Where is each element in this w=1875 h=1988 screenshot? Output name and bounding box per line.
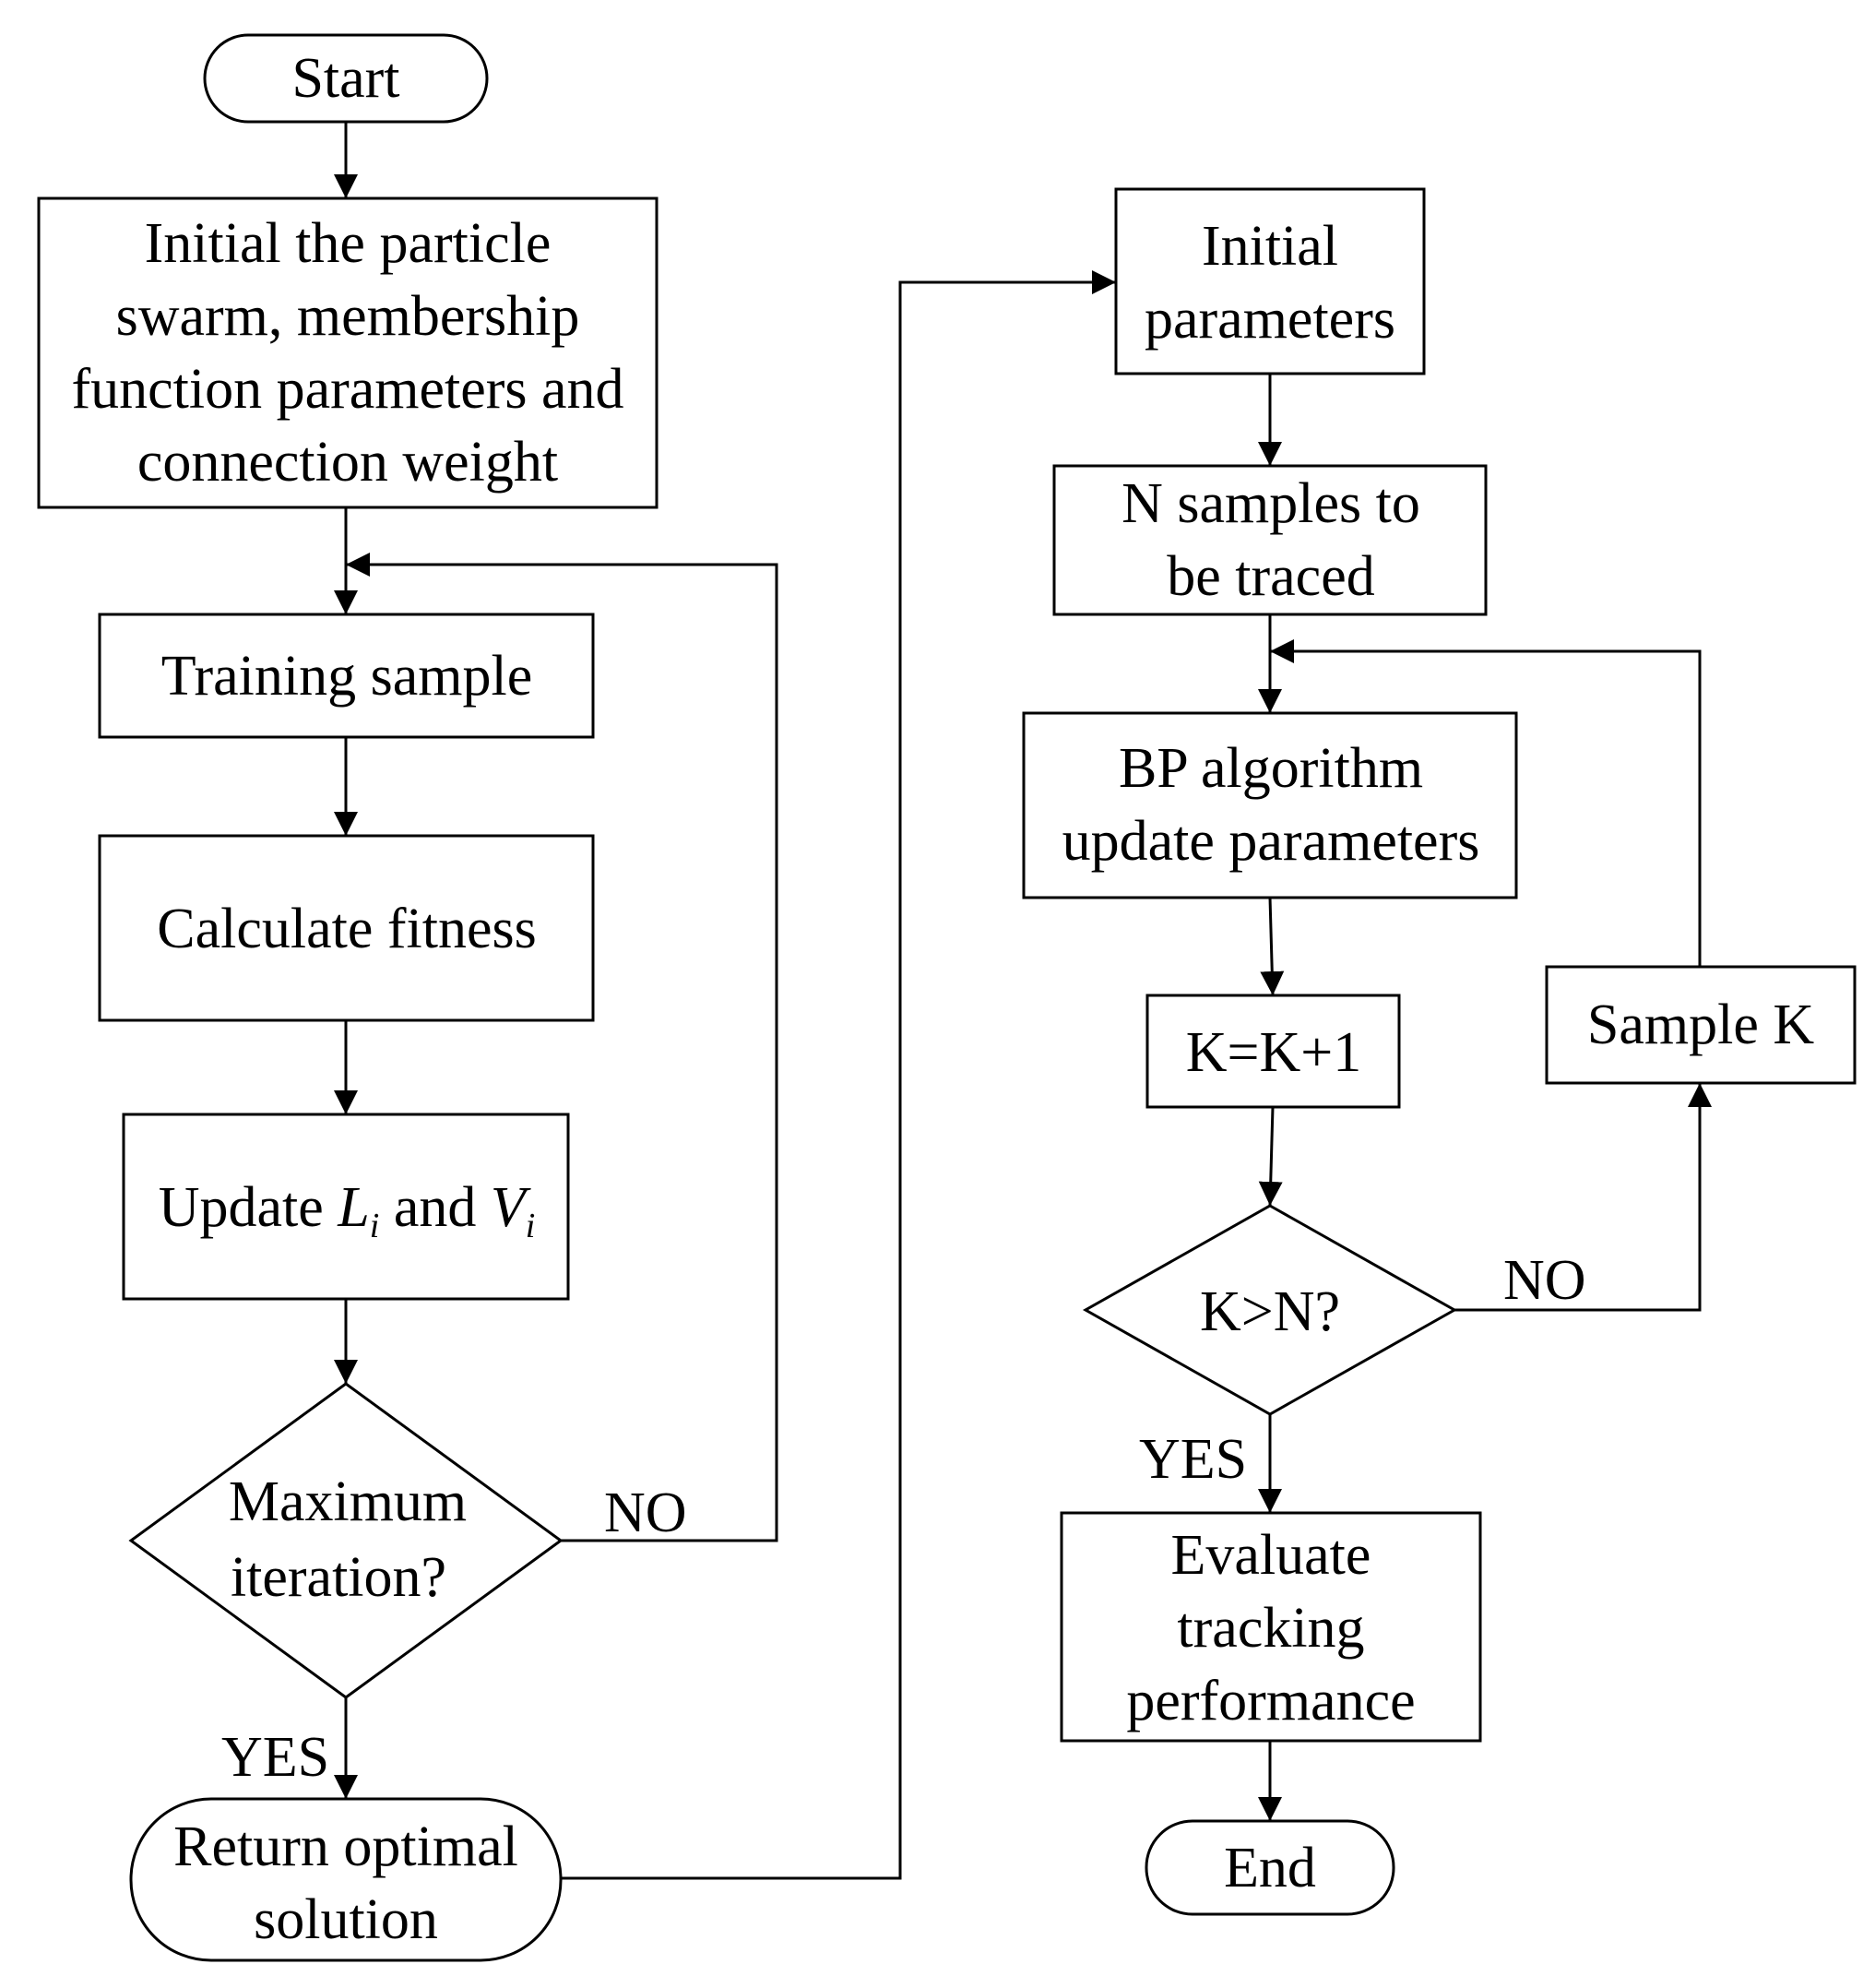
- evaluate-line-3: performance: [1126, 1670, 1415, 1732]
- evaluate-box: [1060, 1511, 1482, 1743]
- k-gt-n-label: K>N?: [1200, 1280, 1340, 1343]
- end-terminal: [1145, 1819, 1395, 1916]
- init-swarm-line-2: swarm, membership: [116, 285, 580, 348]
- update-L: L: [337, 1176, 369, 1239]
- return-line-1: Return optimal: [173, 1815, 518, 1878]
- right-no-label: NO: [1503, 1249, 1586, 1312]
- bp-line-1: BP algorithm: [1119, 737, 1423, 800]
- end-label: End: [1224, 1837, 1316, 1899]
- evaluate-line-1: Evaluate: [1171, 1524, 1371, 1587]
- connector-return-to-init-params: [561, 270, 1116, 1880]
- arrow-kinc-to-decision: [1258, 1106, 1283, 1207]
- n-samples-line-2: be traced: [1167, 545, 1374, 608]
- right-yes-label: YES: [1139, 1428, 1247, 1491]
- k-increment-box: [1145, 994, 1401, 1109]
- init-swarm-box: [37, 196, 659, 509]
- update-box: [122, 1113, 570, 1301]
- return-line-2: solution: [254, 1888, 438, 1951]
- update-and: and: [379, 1176, 491, 1239]
- update-V: V: [491, 1176, 531, 1239]
- left-yes-label: YES: [221, 1726, 329, 1789]
- left-no-label: NO: [604, 1482, 687, 1544]
- max-iteration-line-2: iteration?: [231, 1546, 446, 1609]
- bp-line-2: update parameters: [1062, 810, 1480, 873]
- init-swarm-line-3: function parameters and: [71, 358, 623, 421]
- update-prefix: Update: [159, 1176, 338, 1239]
- training-sample-label: Training sample: [161, 645, 532, 708]
- max-iteration-line-1: Maximum: [229, 1470, 467, 1533]
- n-samples-box: [1052, 464, 1488, 616]
- init-swarm-line-1: Initial the particle: [145, 212, 552, 275]
- update-V-sub: i: [526, 1207, 536, 1245]
- start-label: Start: [291, 47, 399, 110]
- calculate-fitness-label: Calculate fitness: [157, 898, 536, 960]
- k-increment-label: K=K+1: [1186, 1021, 1361, 1084]
- bp-box: [1022, 711, 1518, 899]
- init-params-line-2: parameters: [1145, 288, 1395, 351]
- init-params-box: [1114, 187, 1426, 375]
- sample-k-label: Sample K: [1587, 994, 1814, 1056]
- update-L-sub: i: [370, 1207, 380, 1245]
- n-samples-line-1: N samples to: [1121, 472, 1420, 535]
- calculate-fitness-box: [98, 834, 595, 1022]
- max-iteration-decision: [128, 1382, 564, 1699]
- no-loop-to-training: [346, 553, 778, 1542]
- no-branch-to-sample-k: [1454, 1083, 1712, 1312]
- arrow-bp-to-kinc: [1260, 897, 1285, 996]
- loop-sample-k-to-bp: [1270, 639, 1702, 967]
- update-label: Update Li and Vi: [159, 1176, 536, 1245]
- evaluate-line-2: tracking: [1177, 1597, 1364, 1660]
- init-swarm-line-4: connection weight: [137, 431, 558, 494]
- init-params-line-1: Initial: [1202, 215, 1338, 278]
